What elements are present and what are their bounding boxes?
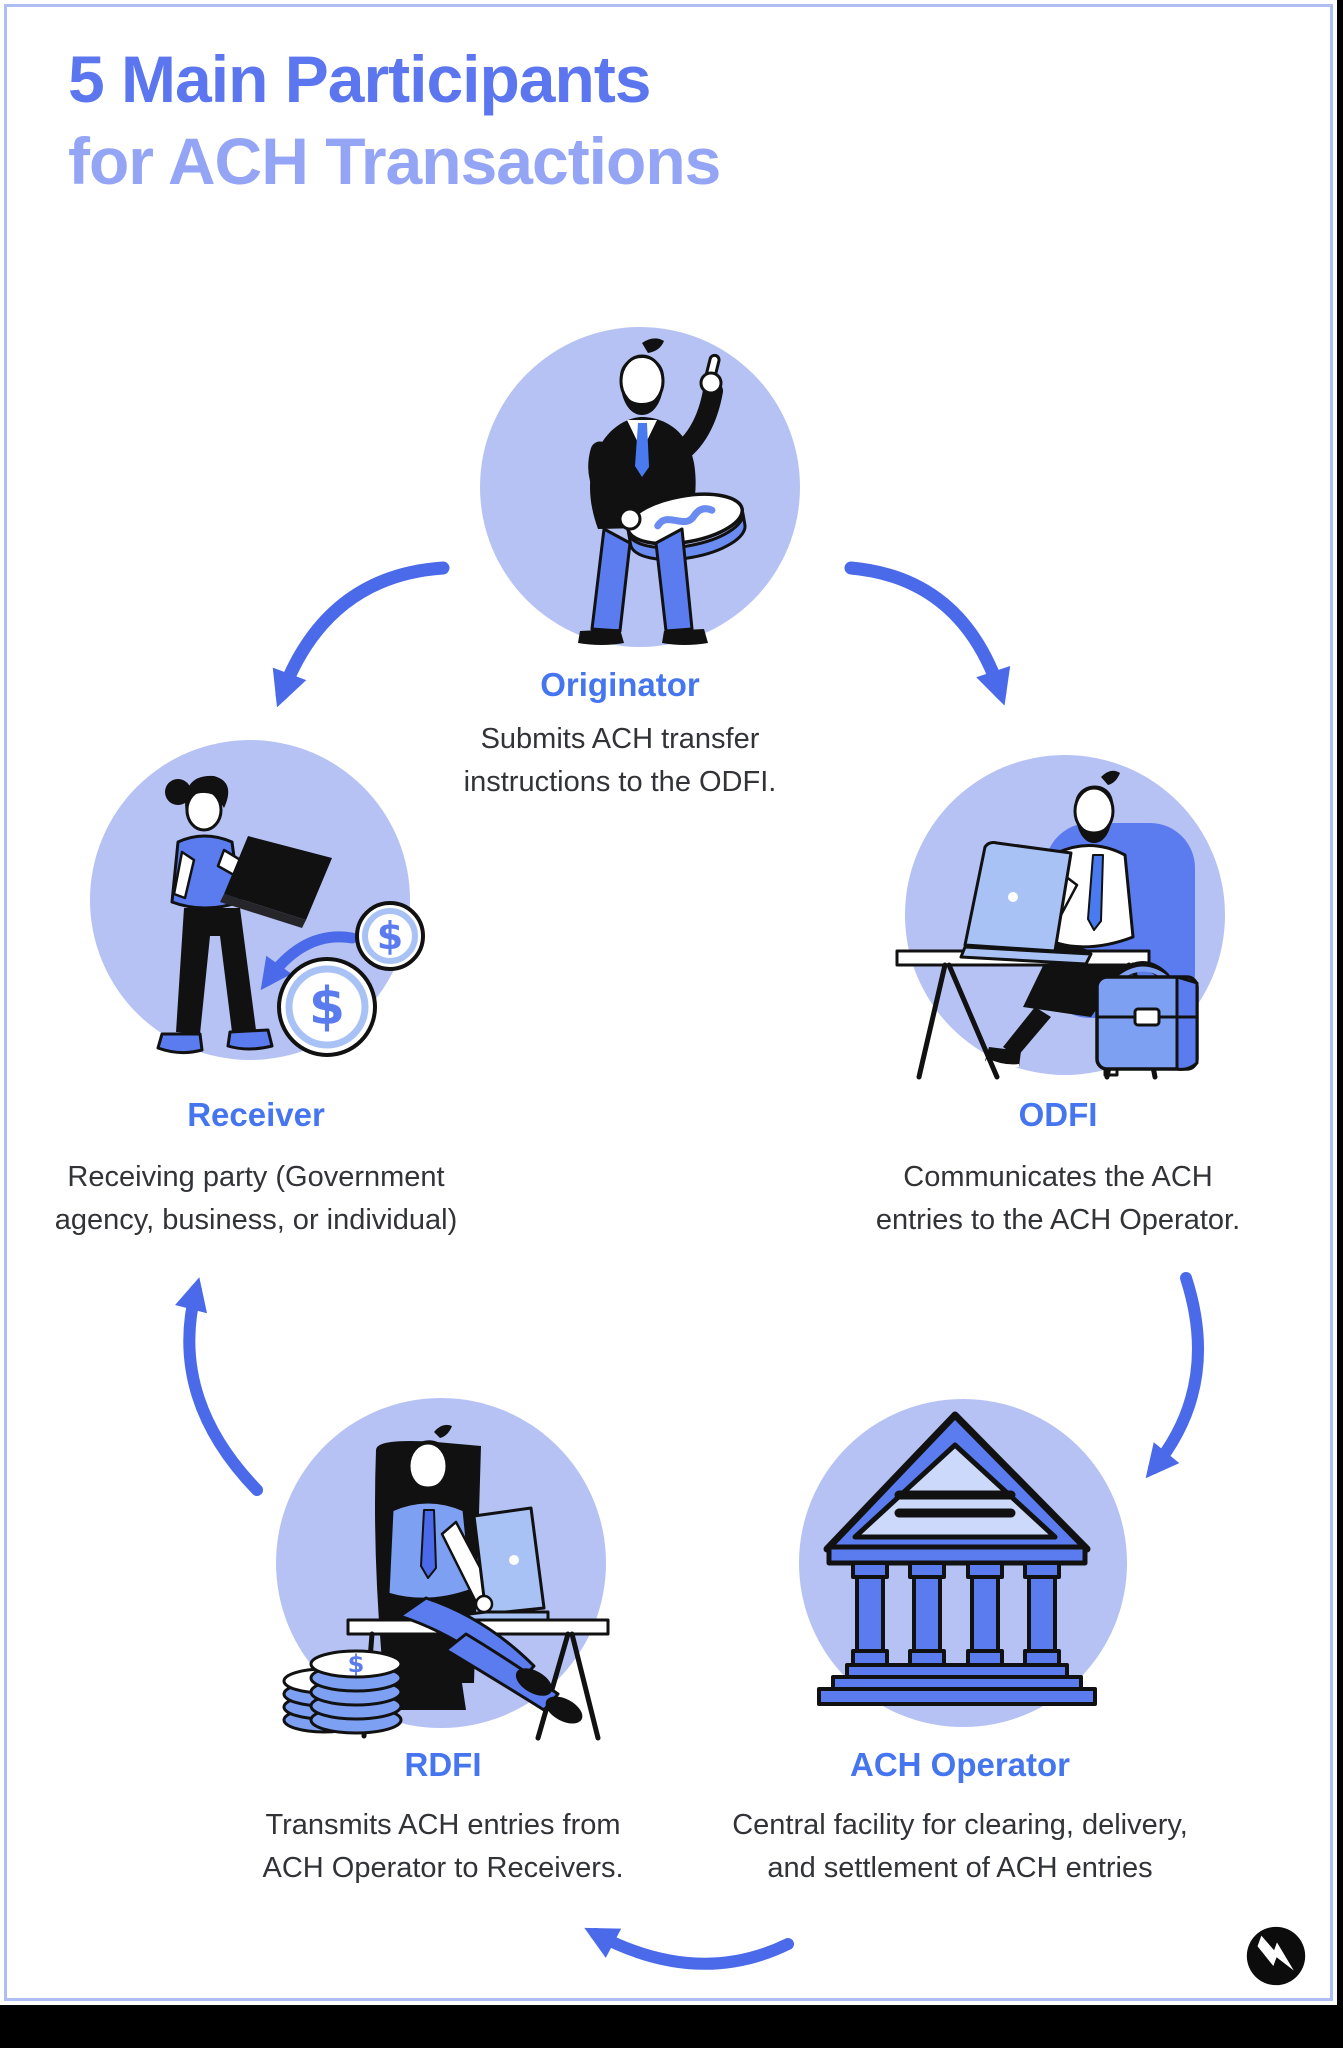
rdfi-description-line-2: ACH Operator to Receivers. — [262, 1852, 624, 1884]
ach-operator-description-line-2: and settlement of ACH entries — [767, 1852, 1153, 1884]
receiver-description: Receiving party (Government agency, busi… — [26, 1156, 486, 1242]
ach-operator-description: Central facility for clearing, delivery,… — [710, 1804, 1210, 1890]
svg-text:$: $ — [309, 977, 345, 1037]
odfi-description-line-2: entries to the ACH Operator. — [875, 1204, 1241, 1236]
rdfi-description: Transmits ACH entries from ACH Operator … — [213, 1804, 673, 1890]
odfi-label: ODFI — [1018, 1096, 1098, 1133]
man-holding-coin-icon — [578, 338, 747, 645]
ach-operator-description-line-1: Central facility for clearing, delivery, — [732, 1809, 1188, 1841]
page-title: 5 Main Participants for ACH Transactions — [68, 38, 721, 202]
ach-operator-label: ACH Operator — [849, 1746, 1071, 1783]
bank-building-icon — [817, 1411, 1097, 1706]
dollar-coin-large-icon: $ — [277, 957, 377, 1057]
originator-label: Originator — [540, 666, 700, 703]
originator-description: Submits ACH transfer instructions to the… — [408, 718, 832, 804]
page-title-line-2: for ACH Transactions — [68, 124, 721, 198]
brand-logo — [1244, 1924, 1308, 1988]
page-title-line-1: 5 Main Participants — [68, 42, 652, 116]
rdfi-description-line-1: Transmits ACH entries from — [265, 1809, 621, 1841]
rdfi-label: RDFI — [404, 1746, 482, 1783]
originator-description-line-2: instructions to the ODFI. — [463, 766, 777, 798]
rdfi-illustration: $ — [276, 1398, 610, 1741]
man-at-desk-coins-icon: $ — [282, 1424, 610, 1741]
coin-stack-front-icon: $ — [309, 1649, 403, 1735]
odfi-description: Communicates the ACH entries to the ACH … — [828, 1156, 1288, 1242]
receiver-description-line-1: Receiving party (Government — [67, 1161, 445, 1193]
infographic-card: 5 Main Participants for ACH Transactions — [0, 0, 1337, 2005]
dollar-coin-small-icon: $ — [355, 901, 425, 971]
receiver-description-line-2: agency, business, or individual) — [54, 1204, 458, 1236]
svg-text:$: $ — [377, 914, 403, 958]
originator-illustration — [480, 327, 800, 647]
lightning-bolt-icon — [1246, 1926, 1306, 1986]
svg-text:$: $ — [348, 1650, 365, 1678]
man-at-desk-briefcase-icon — [895, 770, 1199, 1080]
ach-operator-illustration — [799, 1399, 1127, 1727]
odfi-description-line-1: Communicates the ACH — [903, 1161, 1213, 1193]
receiver-illustration: $ $ — [90, 740, 425, 1060]
coin-transfer-arrow-icon — [260, 931, 358, 991]
receiver-label: Receiver — [187, 1096, 325, 1133]
originator-description-line-1: Submits ACH transfer — [480, 723, 760, 755]
odfi-illustration — [895, 755, 1225, 1080]
woman-with-laptop-icon: $ $ — [156, 775, 425, 1057]
briefcase-icon — [1095, 961, 1199, 1071]
